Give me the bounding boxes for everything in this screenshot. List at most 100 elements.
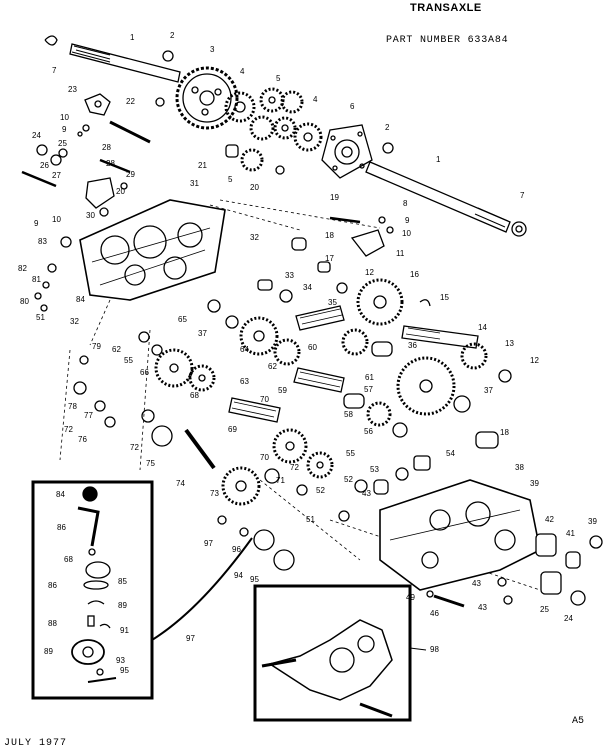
- washer-75: [94, 400, 106, 412]
- callout-59: 61: [365, 373, 374, 382]
- bearing-56: [343, 393, 365, 409]
- clip-87: [87, 600, 105, 605]
- callout-38: 38: [515, 463, 524, 472]
- assembled-transaxle: [261, 619, 393, 718]
- callout-10c: 10: [52, 215, 61, 224]
- callout-33: 33: [285, 271, 294, 280]
- ring-12a: [336, 282, 348, 294]
- callout-81: 83: [38, 237, 47, 246]
- callout-32b: 32: [70, 317, 79, 326]
- pin-25: [109, 120, 151, 144]
- callout-51: 53: [370, 465, 379, 474]
- callout-88: 88: [48, 619, 57, 628]
- housing-right-39: [379, 479, 541, 591]
- clip-89: [99, 623, 111, 629]
- callout-17: 17: [325, 254, 334, 263]
- gear-4a: [224, 91, 256, 123]
- bolt-78: [34, 292, 42, 300]
- callout-12b: 12: [530, 356, 539, 365]
- callout-37a: 37: [198, 329, 207, 338]
- callout-57: 59: [278, 386, 287, 395]
- callout-19: 19: [330, 193, 339, 202]
- bushing-18b: [475, 431, 499, 449]
- bearing-63: [207, 299, 221, 313]
- snap-ring-15: [419, 299, 431, 307]
- callout-6: 6: [350, 102, 355, 111]
- callout-25: 25: [58, 139, 67, 148]
- spring-88: [87, 615, 95, 627]
- callout-85: 85: [118, 577, 127, 586]
- callout-83: 84: [56, 490, 65, 499]
- washer-37b: [453, 395, 471, 413]
- washer-37a: [225, 315, 239, 329]
- bearing-52: [413, 455, 431, 471]
- callout-35: 35: [328, 298, 337, 307]
- spring-29: [120, 182, 128, 190]
- callout-24b: 24: [564, 614, 573, 623]
- callout-56: 58: [344, 410, 353, 419]
- callout-55: 57: [364, 385, 373, 394]
- washer-53b: [392, 422, 408, 438]
- callout-7: 7: [52, 66, 57, 75]
- shaft-14: [401, 325, 479, 349]
- bearing-41: [565, 551, 581, 569]
- spur-gear-3: [175, 66, 239, 130]
- seal-7: [511, 221, 527, 237]
- callout-61: 63: [240, 377, 249, 386]
- callout-labels: 7 1 2 3 4 5 4 6 2 1 7 23 22 10 9 24 25 2…: [18, 31, 597, 675]
- callout-64: 66: [140, 368, 149, 377]
- callout-48a: 51: [36, 313, 45, 322]
- boot-85: [85, 561, 111, 579]
- axle-shaft-right: [365, 161, 511, 233]
- callout-58: 60: [308, 343, 317, 352]
- gear-66: [188, 364, 216, 392]
- diagram-title: TRANSAXLE: [410, 2, 482, 14]
- callout-26: 26: [40, 161, 49, 170]
- bolt-79: [47, 263, 57, 273]
- callout-95: 96: [232, 545, 241, 554]
- callout-84: 86: [57, 523, 66, 532]
- bushing-49: [338, 510, 350, 522]
- ring-24: [36, 144, 48, 156]
- callout-68a: 70: [260, 395, 269, 404]
- seal-24b: [570, 590, 586, 606]
- callout-78: 80: [20, 297, 29, 306]
- shift-base-90: [71, 639, 105, 665]
- callout-82: 84: [76, 295, 85, 304]
- callout-53a: 55: [124, 356, 133, 365]
- gear-69: [306, 451, 334, 479]
- callout-67: 69: [228, 425, 237, 434]
- gear-64: [154, 348, 194, 388]
- callout-47: 46: [430, 609, 439, 618]
- washer-10a: [82, 124, 90, 132]
- callout-5a: 5: [276, 74, 281, 83]
- callout-96: 97: [204, 539, 213, 548]
- bushing-60a: [138, 331, 150, 343]
- washer-20: [275, 165, 285, 175]
- ball-30: [99, 207, 109, 217]
- screw-9b: [378, 216, 386, 224]
- callout-93: 95: [250, 575, 259, 584]
- callout-39: 39: [530, 479, 539, 488]
- ring-12b: [498, 369, 512, 383]
- ring-2a: [162, 50, 174, 62]
- callout-62: 64: [240, 345, 249, 354]
- callout-9b: 9: [405, 216, 410, 225]
- shift-lever-84: [77, 506, 100, 547]
- assembled-view-box: [253, 584, 412, 722]
- callout-72: 74: [176, 479, 185, 488]
- shift-arm-11: [350, 229, 385, 257]
- washer-50a: [354, 479, 368, 493]
- bolt-48a: [40, 304, 48, 312]
- callout-27: 27: [52, 171, 61, 180]
- callout-80: 82: [18, 264, 27, 273]
- callout-90: 89: [44, 647, 53, 656]
- shaft-72: [184, 428, 216, 470]
- washer-70b: [264, 468, 280, 484]
- detail-box-shifter: [31, 480, 154, 700]
- callout-66: 68: [190, 391, 199, 400]
- page-code: A5: [572, 716, 585, 727]
- callout-41: 41: [566, 529, 575, 538]
- bushing-26: [50, 154, 62, 166]
